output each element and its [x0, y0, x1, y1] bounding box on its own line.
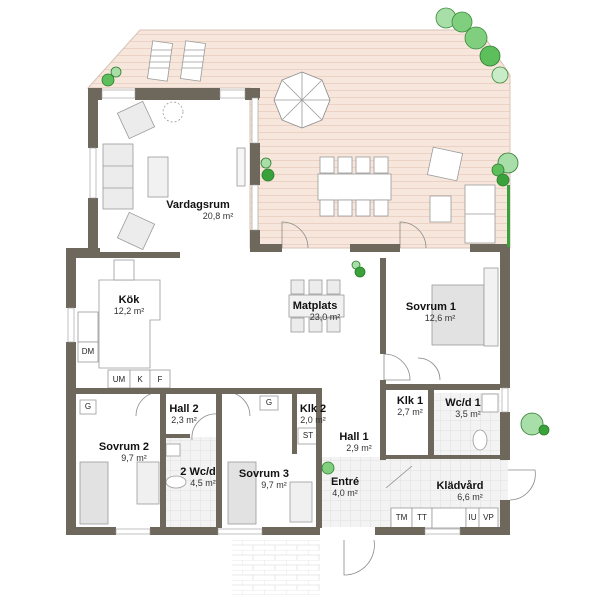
windows: [67, 89, 509, 535]
walls: [66, 88, 510, 535]
armchair: [116, 211, 156, 251]
room-name: Wc/d 1: [445, 397, 481, 409]
room-label-kok: Kök 12,2 m²: [104, 294, 154, 316]
fireplace: [236, 147, 246, 187]
room-area: 4,5 m²: [190, 477, 216, 488]
outdoor-side-table: [429, 195, 452, 223]
umbrella: [273, 71, 331, 129]
room-name: Hall 1: [339, 431, 369, 443]
sink: [77, 311, 99, 343]
room-area: 9,7 m²: [261, 479, 287, 490]
room-area: 2,9 m²: [346, 442, 372, 453]
stove-vent: [113, 259, 135, 281]
washbasin: [165, 443, 181, 457]
fixture-dishwasher: DM: [81, 347, 95, 356]
room-label-klk2: Klk 2 2,0 m²: [296, 403, 330, 425]
room-name: Sovrum 2: [98, 441, 150, 453]
desk: [289, 481, 313, 523]
desk: [136, 461, 160, 505]
room-label-sovrum1: Sovrum 1 12,6 m²: [398, 301, 464, 323]
room-area: 20,8 m²: [202, 210, 234, 221]
room-area: 2,0 m²: [300, 414, 326, 425]
room-label-hall2: Hall 2 2,3 m²: [164, 403, 204, 425]
room-name: Vardagsrum: [166, 199, 230, 211]
fixture-cleaning-closet: ST: [302, 431, 314, 440]
room-area: 3,5 m²: [455, 408, 481, 419]
fixture-microwave: UM: [112, 375, 126, 384]
toilet: [472, 429, 488, 451]
fixture-freezer: F: [157, 375, 163, 384]
entrance-paving: [232, 540, 320, 595]
outdoor-armchair: [426, 146, 464, 182]
room-label-wcd1: Wc/d 1 3,5 m²: [438, 397, 488, 419]
room-label-entre: Entré 4,0 m²: [320, 476, 370, 498]
single-bed: [79, 461, 109, 525]
room-area: 4,0 m²: [332, 487, 358, 498]
armchair: [116, 100, 156, 140]
washbasin: [481, 393, 499, 413]
furniture: [77, 40, 499, 529]
fixture-utility: IU: [468, 513, 477, 522]
room-label-vardagsrum: Vardagsrum 20,8 m²: [148, 199, 248, 221]
single-bed: [227, 461, 257, 525]
ceiling-lamp: [162, 101, 184, 123]
room-name: Hall 2: [169, 403, 199, 415]
dining-table: [288, 294, 345, 318]
double-bed: [431, 284, 485, 346]
sun-lounger: [147, 40, 173, 82]
coffee-table: [147, 156, 169, 198]
room-area: 6,6 m²: [457, 491, 483, 502]
room-name: Klädvård: [436, 480, 484, 492]
room-name: Klk 1: [396, 395, 424, 407]
room-area: 2,7 m²: [397, 406, 423, 417]
fixture-tumble-dryer: TM: [395, 513, 408, 522]
room-name: 2 Wc/d: [180, 466, 216, 478]
room-area: 9,7 m²: [121, 452, 147, 463]
fixture-wardrobe: G: [84, 402, 92, 411]
room-label-matplats: Matplats 23,0 m²: [282, 300, 348, 322]
room-label-wcd2: 2 Wc/d 4,5 m²: [175, 466, 221, 488]
sofa: [102, 143, 134, 210]
room-name: Sovrum 1: [405, 301, 457, 313]
fixture-wardrobe: G: [265, 398, 273, 407]
sun-lounger: [180, 40, 206, 82]
room-name: Matplats: [292, 300, 338, 312]
fixture-fridge: K: [137, 375, 143, 384]
room-area: 12,2 m²: [113, 305, 145, 316]
room-name: Sovrum 3: [238, 468, 290, 480]
room-label-hall1: Hall 1 2,9 m²: [334, 431, 374, 453]
plants: [101, 7, 550, 475]
room-label-klk1: Klk 1 2,7 m²: [390, 395, 430, 417]
kitchen-counter: [98, 279, 161, 369]
room-area: 23,0 m²: [309, 311, 341, 322]
room-name: Entré: [330, 476, 360, 488]
room-name: Kök: [118, 294, 140, 306]
room-label-sovrum2: Sovrum 2 9,7 m²: [92, 441, 156, 463]
fixture-drying-cabinet: TT: [417, 513, 427, 522]
room-label-sovrum3: Sovrum 3 9,7 m²: [232, 468, 296, 490]
room-area: 2,3 m²: [171, 414, 197, 425]
room-name: Klk 2: [299, 403, 327, 415]
fixture-water-heater: VP: [483, 513, 494, 522]
room-area: 12,6 m²: [424, 312, 456, 323]
outdoor-dining-table: [317, 173, 392, 201]
room-label-kladvard: Klädvård 6,6 m²: [425, 480, 495, 502]
